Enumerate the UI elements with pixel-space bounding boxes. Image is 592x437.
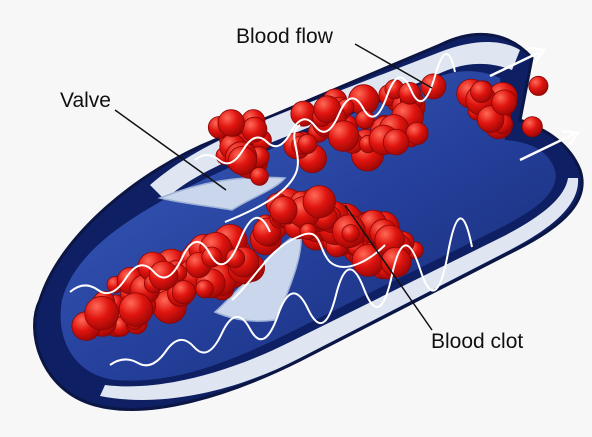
clot-cell [298, 134, 317, 153]
clot-cell [356, 110, 375, 129]
clot-cell [196, 280, 214, 298]
clot-cell [471, 81, 493, 103]
clot-cell [529, 76, 548, 95]
label-blood-clot: Blood clot [431, 331, 523, 352]
clot-cell [303, 186, 335, 218]
clot-cell [270, 196, 297, 223]
clot-cell [383, 129, 409, 155]
clot-cell [522, 117, 542, 137]
clot-cell [421, 74, 446, 99]
clot-cell [250, 167, 268, 185]
clot-cell [492, 90, 517, 115]
label-valve: Valve [60, 90, 111, 111]
label-blood-flow: Blood flow [236, 26, 333, 47]
clot-cell [149, 261, 178, 290]
clot-cell [300, 223, 316, 239]
clot-cell [218, 110, 245, 137]
clot-cell [172, 281, 195, 304]
clot-cell [119, 293, 152, 326]
clot-cell [342, 225, 359, 242]
clot-cell [85, 296, 119, 330]
